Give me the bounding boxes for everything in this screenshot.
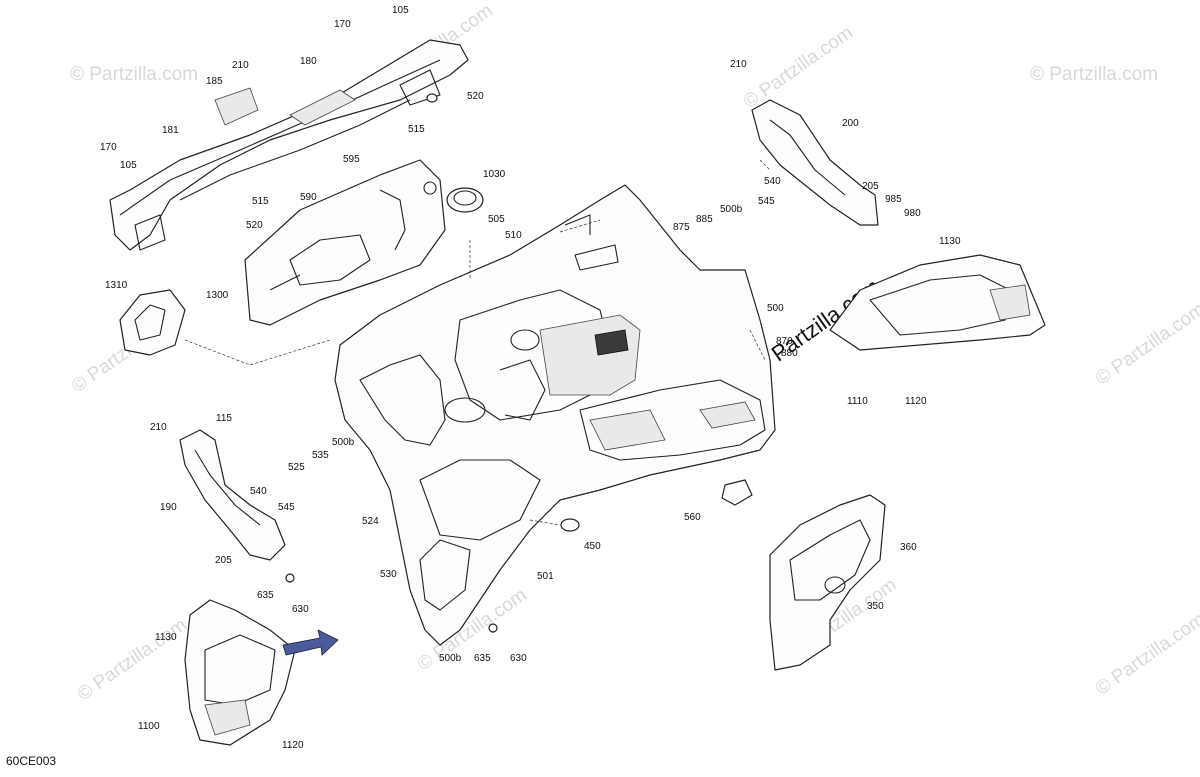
callout-label: 181 [162, 125, 179, 136]
callout-label: 545 [278, 502, 295, 513]
callout-label: 510 [505, 230, 522, 241]
callout-label: 1100 [138, 721, 160, 732]
part-560 [721, 479, 753, 506]
watermark: © Partzilla.com [74, 615, 191, 706]
callout-label: 170 [100, 142, 117, 153]
bracket-200 [751, 99, 879, 226]
callout-label: 885 [696, 214, 713, 225]
watermark: © Partzilla.com [1092, 299, 1200, 390]
callout-label: 185 [206, 76, 223, 87]
part-350 [769, 494, 886, 671]
callout-label: 520 [246, 220, 263, 231]
callout-label: 360 [900, 542, 917, 553]
callout-label: 210 [150, 422, 167, 433]
direction-arrow-icon [282, 629, 339, 656]
upper-rail-part [109, 39, 469, 251]
callout-label: 500b [439, 653, 462, 664]
callout-label: 630 [292, 604, 309, 615]
callout-label: 500 [767, 303, 784, 314]
callout-label: 200 [842, 118, 859, 129]
panel-590 [244, 159, 446, 326]
callout-label: 630 [510, 653, 527, 664]
callout-label: 1130 [939, 236, 961, 247]
callout-label: 450 [584, 541, 601, 552]
callout-label: 515 [408, 124, 425, 135]
callout-label: 635 [474, 653, 491, 664]
callout-label: 985 [885, 194, 902, 205]
callouts: 105 170 210 180 185 520 515 181 170 105 … [100, 5, 961, 751]
part-1110 [829, 254, 1046, 351]
callout-label: 520 [467, 91, 484, 102]
callout-label: 105 [392, 5, 409, 16]
callout-label: 190 [160, 502, 177, 513]
diagram-code: 60CE003 [6, 754, 56, 768]
grommet-450 [560, 518, 580, 532]
callout-label: 1130 [155, 632, 177, 643]
cap-1030 [446, 187, 484, 213]
part-190 [179, 429, 286, 561]
callout-label: 180 [300, 56, 317, 67]
callout-label: 595 [343, 154, 360, 165]
callout-label: 545 [758, 196, 775, 207]
callout-label: 515 [252, 196, 269, 207]
callout-label: 530 [380, 569, 397, 580]
callout-label: 980 [904, 208, 921, 219]
callout-label: 1300 [206, 290, 229, 301]
callout-label: 870 [776, 336, 793, 347]
part-1100 [184, 599, 296, 746]
callout-label: 505 [488, 214, 505, 225]
callout-label: 535 [312, 450, 329, 461]
callout-label: 205 [862, 181, 879, 192]
watermark: © Partzilla.com [1030, 64, 1158, 85]
watermark: © Partzilla.com [740, 22, 857, 113]
small-parts [285, 93, 753, 633]
callout-label: 500b [720, 204, 743, 215]
callout-label: 1120 [282, 740, 304, 751]
callout-label: 875 [673, 222, 690, 233]
leader-lines [184, 159, 771, 526]
callout-label: 115 [216, 413, 232, 424]
callout-label: 105 [120, 160, 137, 171]
watermark: © Partzilla.com [1092, 609, 1200, 700]
callout-label: 501 [537, 571, 554, 582]
callout-label: 560 [684, 512, 701, 523]
main-body [334, 184, 776, 646]
watermark: © Partzilla.com [70, 64, 198, 85]
callout-label: 635 [257, 590, 274, 601]
callout-label: 540 [250, 486, 267, 497]
callout-label: 205 [215, 555, 232, 566]
callout-label: 210 [232, 60, 249, 71]
callout-label: 880 [781, 348, 798, 359]
callout-label: 1120 [905, 396, 927, 407]
cover-1300 [119, 289, 186, 356]
callout-label: 500b [332, 437, 355, 448]
callout-label: 210 [730, 59, 747, 70]
callout-label: 525 [288, 462, 305, 473]
callout-label: 1310 [105, 280, 128, 291]
callout-label: 590 [300, 192, 317, 203]
callout-label: 350 [867, 601, 884, 612]
callout-label: 1110 [847, 396, 868, 407]
callout-label: 540 [764, 176, 781, 187]
callout-label: 524 [362, 516, 379, 527]
callout-label: 170 [334, 19, 351, 30]
callout-label: 1030 [483, 169, 506, 180]
